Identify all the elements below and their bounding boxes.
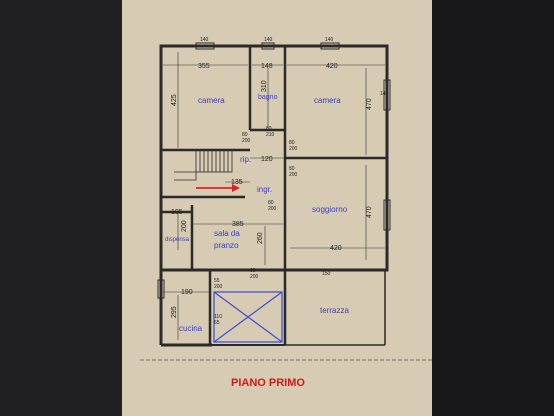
dimension-lines <box>163 52 385 340</box>
opening-label: 200 <box>289 146 298 152</box>
opening-label: 110 <box>214 314 222 320</box>
opening-label: 200 <box>250 274 259 280</box>
window-markers <box>157 42 391 299</box>
dimension-label: 470 <box>366 98 373 110</box>
opening-label: 210 <box>266 132 275 138</box>
opening-label: 80 <box>289 140 295 146</box>
opening-label: 200 <box>268 206 277 212</box>
opening-label: 140 <box>325 37 334 43</box>
dimension-label: 420 <box>326 63 338 70</box>
dimension-label: 148 <box>261 63 273 70</box>
room-label-dispensa: dispensa <box>165 237 190 243</box>
room-label-camera-right: camera <box>314 96 341 105</box>
outer-walls <box>159 44 389 347</box>
opening-label: 80 <box>268 200 274 206</box>
photo-background-right <box>432 0 554 416</box>
room-label-cucina: cucina <box>179 324 203 333</box>
dimension-label: 135 <box>231 179 243 186</box>
dimension-label: 260 <box>257 232 264 244</box>
dimension-label: 105 <box>171 209 183 216</box>
opening-label: 90 <box>250 268 256 274</box>
opening-label: 150 <box>322 271 331 277</box>
dimension-label: 355 <box>198 63 210 70</box>
shaft-cross <box>213 291 283 343</box>
opening-label: 200 <box>289 172 298 178</box>
dimension-label: 310 <box>261 80 268 92</box>
opening-label: 140 <box>264 37 273 43</box>
opening-label: 65 <box>214 320 220 326</box>
opening-label: 55 <box>214 278 220 284</box>
dimension-label: 470 <box>366 206 373 218</box>
room-label-sala-line1: sala da <box>214 229 240 238</box>
dimension-label: 420 <box>330 245 342 252</box>
opening-label: 140 <box>200 37 209 43</box>
entrance-arrow <box>196 184 240 192</box>
opening-label: 200 <box>242 138 251 144</box>
room-label-sala-line2: pranzo <box>214 241 239 250</box>
opening-label: 80 <box>266 126 272 132</box>
opening-label: 200 <box>214 284 223 290</box>
dimension-label: 385 <box>232 221 244 228</box>
opening-label: 140 <box>380 91 389 97</box>
room-label-soggiorno: soggiorno <box>312 205 348 214</box>
staircase <box>174 149 233 181</box>
room-label-camera-left: camera <box>198 96 225 105</box>
inner-walls <box>161 46 387 345</box>
room-label-terrazza: terrazza <box>320 306 349 315</box>
floor-plan-sheet <box>122 0 432 416</box>
dimension-label: 120 <box>261 156 273 163</box>
room-label-bagno: bagno <box>258 94 278 101</box>
opening-label: 80 <box>242 132 248 138</box>
dimension-label: 200 <box>181 220 188 232</box>
room-label-rip: rip. <box>240 155 251 164</box>
dimension-label: 190 <box>181 289 193 296</box>
dimension-label: 295 <box>171 306 178 318</box>
opening-label: 80 <box>289 166 295 172</box>
photo-background-left <box>0 0 122 416</box>
plan-title: PIANO PRIMO <box>231 377 305 389</box>
room-label-ingr: ingr. <box>257 185 272 194</box>
dimension-label: 425 <box>171 94 178 106</box>
